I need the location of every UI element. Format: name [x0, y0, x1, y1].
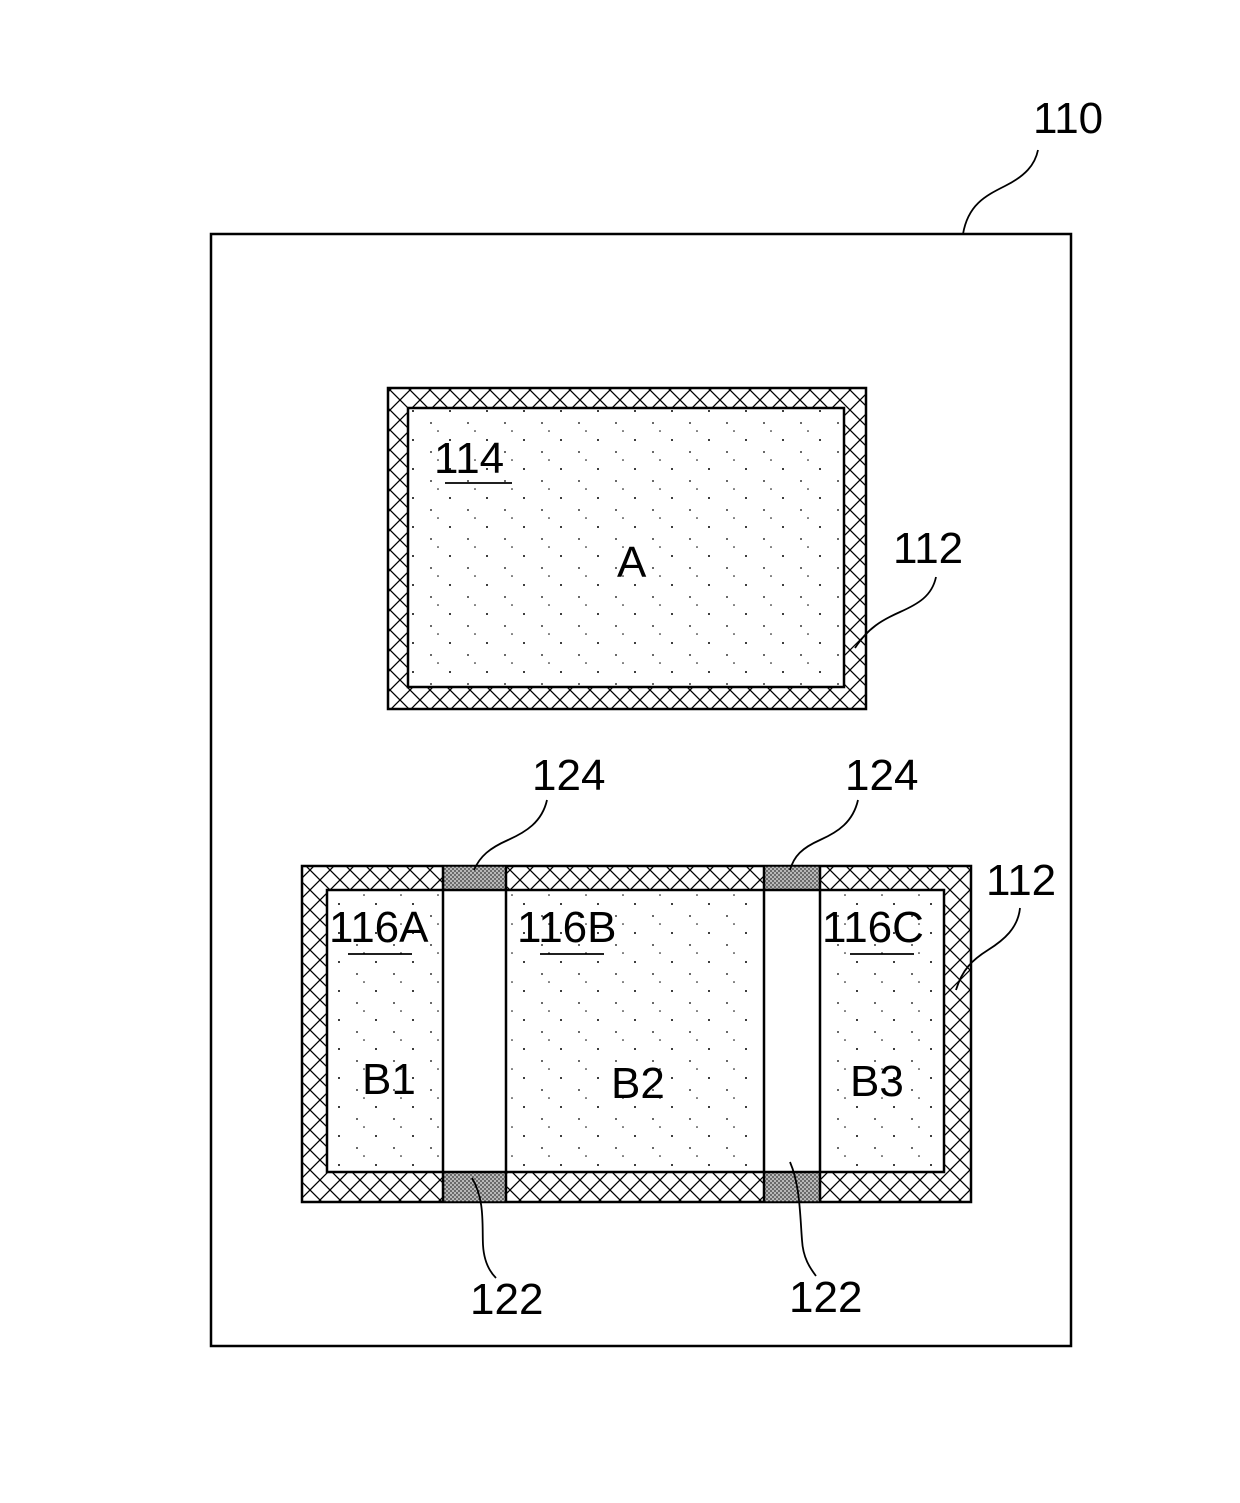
- section-a-letter: B1: [362, 1055, 416, 1104]
- section-b-number: 116B: [517, 903, 617, 952]
- section-c-number: 116C: [822, 903, 924, 952]
- top-connector-label-right: 124: [845, 751, 918, 800]
- top-connector-right: [764, 866, 820, 890]
- section-c-letter: B3: [850, 1057, 904, 1106]
- top-region: 114 A 112: [388, 388, 963, 709]
- bottom-connector-left: [443, 1172, 506, 1202]
- bottom-connector-right: [764, 1172, 820, 1202]
- bottom-connector-label-right: 122: [789, 1273, 862, 1322]
- top-connector-leader-left: [474, 800, 547, 870]
- top-region-letter: A: [617, 538, 647, 587]
- bottom-frame-label: 112: [986, 856, 1056, 905]
- substrate-leader-line: [963, 150, 1038, 234]
- section-a-number: 116A: [329, 903, 429, 952]
- top-connector-label-left: 124: [532, 751, 605, 800]
- bottom-connector-label-left: 122: [470, 1275, 543, 1324]
- top-frame-label: 112: [893, 524, 963, 573]
- substrate-label: 110: [1033, 94, 1103, 143]
- bottom-region: 116A B1 116B B2 116C B3 112 124 124 122 …: [302, 751, 1056, 1324]
- section-b-letter: B2: [611, 1059, 665, 1108]
- top-region-number: 114: [434, 434, 504, 483]
- top-connector-leader-right: [790, 800, 858, 870]
